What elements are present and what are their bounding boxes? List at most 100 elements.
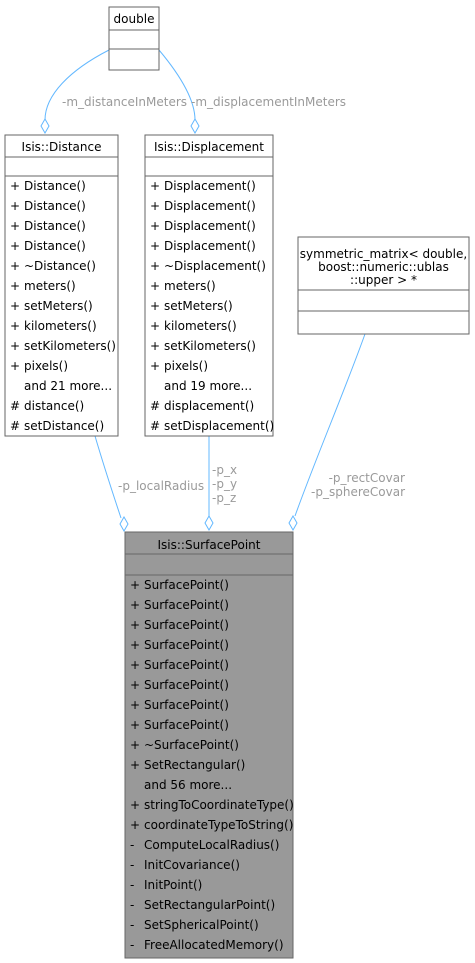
- member-visibility: +: [150, 359, 160, 373]
- member-visibility: -: [130, 838, 134, 852]
- member-name[interactable]: ~SurfacePoint(): [144, 738, 239, 752]
- member-name[interactable]: Distance(): [24, 179, 86, 193]
- member-name[interactable]: and 19 more...: [164, 379, 252, 393]
- nodes-layer: doubleIsis::Distance+Distance()+Distance…: [4, 6, 470, 959]
- member-visibility: +: [130, 818, 140, 832]
- edge-double-to-distance[interactable]: [44, 49, 110, 121]
- member-name[interactable]: SurfacePoint(): [144, 638, 229, 652]
- member-name[interactable]: ComputeLocalRadius(): [144, 838, 279, 852]
- member-name[interactable]: and 56 more...: [144, 778, 232, 792]
- member-name[interactable]: and 21 more...: [24, 379, 112, 393]
- class-double[interactable]: double: [108, 6, 160, 71]
- member-visibility: +: [10, 299, 20, 313]
- member-name[interactable]: pixels(): [164, 359, 208, 373]
- member-name[interactable]: meters(): [24, 279, 76, 293]
- aggregation-diamond-distance: [40, 117, 50, 135]
- member-name[interactable]: setMeters(): [24, 299, 93, 313]
- distance-box: [4, 134, 119, 437]
- member-visibility: -: [130, 878, 134, 892]
- member-name[interactable]: kilometers(): [24, 319, 97, 333]
- edge-label-covar: -p_sphereCovar: [311, 485, 405, 499]
- member-name[interactable]: SurfacePoint(): [144, 678, 229, 692]
- member-name[interactable]: distance(): [24, 399, 84, 413]
- member-name[interactable]: stringToCoordinateType(): [144, 798, 294, 812]
- member-visibility: +: [150, 179, 160, 193]
- member-visibility: #: [10, 419, 20, 433]
- member-name[interactable]: SurfacePoint(): [144, 698, 229, 712]
- member-name[interactable]: SurfacePoint(): [144, 598, 229, 612]
- labels-layer: -m_distanceInMeters-m_displacementInMete…: [62, 95, 405, 505]
- member-name[interactable]: coordinateTypeToString(): [144, 818, 293, 832]
- member-name[interactable]: setKilometers(): [164, 339, 256, 353]
- member-name[interactable]: SurfacePoint(): [144, 658, 229, 672]
- member-visibility: +: [150, 259, 160, 273]
- member-name[interactable]: SetRectangular(): [144, 758, 245, 772]
- class-displacement[interactable]: Isis::Displacement+Displacement()+Displa…: [144, 134, 274, 437]
- displacement-title: Isis::Displacement: [154, 140, 264, 154]
- member-visibility: +: [130, 758, 140, 772]
- member-name[interactable]: ~Displacement(): [164, 259, 266, 273]
- member-name[interactable]: Displacement(): [164, 219, 256, 233]
- member-visibility: +: [130, 658, 140, 672]
- aggregation-diamond-xyz: [204, 514, 214, 532]
- member-name[interactable]: kilometers(): [164, 319, 237, 333]
- edge-label-covar: -p_rectCovar: [329, 471, 405, 485]
- member-visibility: +: [10, 359, 20, 373]
- edge-double-to-displacement[interactable]: [158, 49, 196, 121]
- member-visibility: +: [10, 179, 20, 193]
- member-visibility: +: [130, 678, 140, 692]
- member-visibility: #: [150, 419, 160, 433]
- member-visibility: -: [130, 898, 134, 912]
- class-distance[interactable]: Isis::Distance+Distance()+Distance()+Dis…: [4, 134, 119, 437]
- member-visibility: +: [10, 259, 20, 273]
- surfacepoint-title: Isis::SurfacePoint: [158, 538, 261, 552]
- member-visibility: +: [130, 738, 140, 752]
- member-name[interactable]: ~Distance(): [24, 259, 96, 273]
- member-name[interactable]: displacement(): [164, 399, 254, 413]
- member-name[interactable]: Displacement(): [164, 239, 256, 253]
- member-name[interactable]: setKilometers(): [24, 339, 116, 353]
- distance-title: Isis::Distance: [22, 140, 102, 154]
- member-visibility: #: [10, 399, 20, 413]
- member-visibility: +: [150, 219, 160, 233]
- member-name[interactable]: InitPoint(): [144, 878, 202, 892]
- aggregation-diamond-covar: [288, 514, 298, 532]
- matrix-title: symmetric_matrix< double,: [300, 247, 467, 261]
- member-name[interactable]: SetSphericalPoint(): [144, 918, 259, 932]
- matrix-title: boost::numeric::ublas: [318, 260, 449, 274]
- member-visibility: +: [10, 339, 20, 353]
- edge-matrix-to-surfacepoint[interactable]: [294, 333, 366, 517]
- member-name[interactable]: Distance(): [24, 239, 86, 253]
- double-box: [108, 6, 160, 71]
- member-name[interactable]: meters(): [164, 279, 216, 293]
- edges-layer: [40, 49, 366, 533]
- surfacepoint-box: [124, 531, 294, 959]
- edge-distance-to-surfacepoint[interactable]: [94, 435, 122, 519]
- member-visibility: +: [150, 299, 160, 313]
- member-name[interactable]: Displacement(): [164, 199, 256, 213]
- member-name[interactable]: SetRectangularPoint(): [144, 898, 275, 912]
- member-visibility: +: [10, 239, 20, 253]
- member-visibility: +: [10, 279, 20, 293]
- member-visibility: +: [10, 199, 20, 213]
- member-visibility: +: [10, 319, 20, 333]
- member-visibility: +: [130, 718, 140, 732]
- member-name[interactable]: SurfacePoint(): [144, 578, 229, 592]
- member-visibility: +: [150, 339, 160, 353]
- member-name[interactable]: setDistance(): [24, 419, 104, 433]
- member-name[interactable]: SurfacePoint(): [144, 718, 229, 732]
- double-title: double: [114, 12, 155, 26]
- member-name[interactable]: setMeters(): [164, 299, 233, 313]
- member-name[interactable]: InitCovariance(): [144, 858, 240, 872]
- class-surfacepoint[interactable]: Isis::SurfacePoint+SurfacePoint()+Surfac…: [124, 531, 294, 959]
- member-name[interactable]: SurfacePoint(): [144, 618, 229, 632]
- member-name[interactable]: Distance(): [24, 219, 86, 233]
- member-name[interactable]: setDisplacement(): [164, 419, 274, 433]
- member-name[interactable]: Displacement(): [164, 179, 256, 193]
- matrix-title: ::upper > *: [350, 273, 417, 287]
- member-name[interactable]: pixels(): [24, 359, 68, 373]
- member-name[interactable]: FreeAllocatedMemory(): [144, 938, 284, 952]
- class-matrix[interactable]: symmetric_matrix< double,boost::numeric:…: [297, 236, 470, 335]
- member-name[interactable]: Distance(): [24, 199, 86, 213]
